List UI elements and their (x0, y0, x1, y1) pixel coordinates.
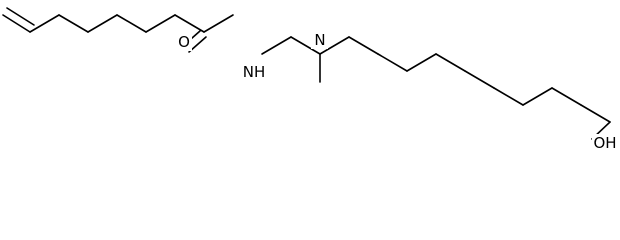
bond-decyl (580, 104, 611, 123)
bond-nh-ch2 (261, 36, 292, 55)
oxygen-label: O (178, 33, 190, 51)
oh-label-mask (592, 134, 618, 152)
bond-alkene-double-outer (2, 14, 31, 33)
bond-decyl (493, 87, 524, 106)
bond-chain (145, 14, 176, 33)
oxygen-label-mask (176, 33, 192, 51)
bond-chain (87, 14, 118, 33)
n-label-mask (311, 31, 328, 49)
bond-alkene-double-inner (6, 7, 35, 26)
bond-chain (58, 14, 89, 33)
bond-chain (29, 14, 60, 33)
nh-label-mask (241, 63, 267, 81)
bond-chain (174, 14, 205, 33)
bond-amide (203, 14, 234, 33)
nh-label: NH (243, 63, 266, 81)
bond-decyl (348, 36, 379, 55)
bond-decyl (377, 53, 408, 72)
bond-decyl (406, 53, 437, 72)
bond-decyl (435, 53, 466, 72)
bond-chain (116, 14, 147, 33)
bond-decyl (319, 36, 350, 55)
bond-decyl (522, 87, 553, 106)
bond-ch2-n (290, 36, 321, 55)
n-label: N (314, 31, 325, 49)
hydroxyl-label: OH (593, 134, 616, 152)
bond-decyl (464, 70, 495, 89)
skeletal-structure-diagram: O NH N OH (2, 7, 618, 152)
bond-decyl (551, 87, 582, 106)
